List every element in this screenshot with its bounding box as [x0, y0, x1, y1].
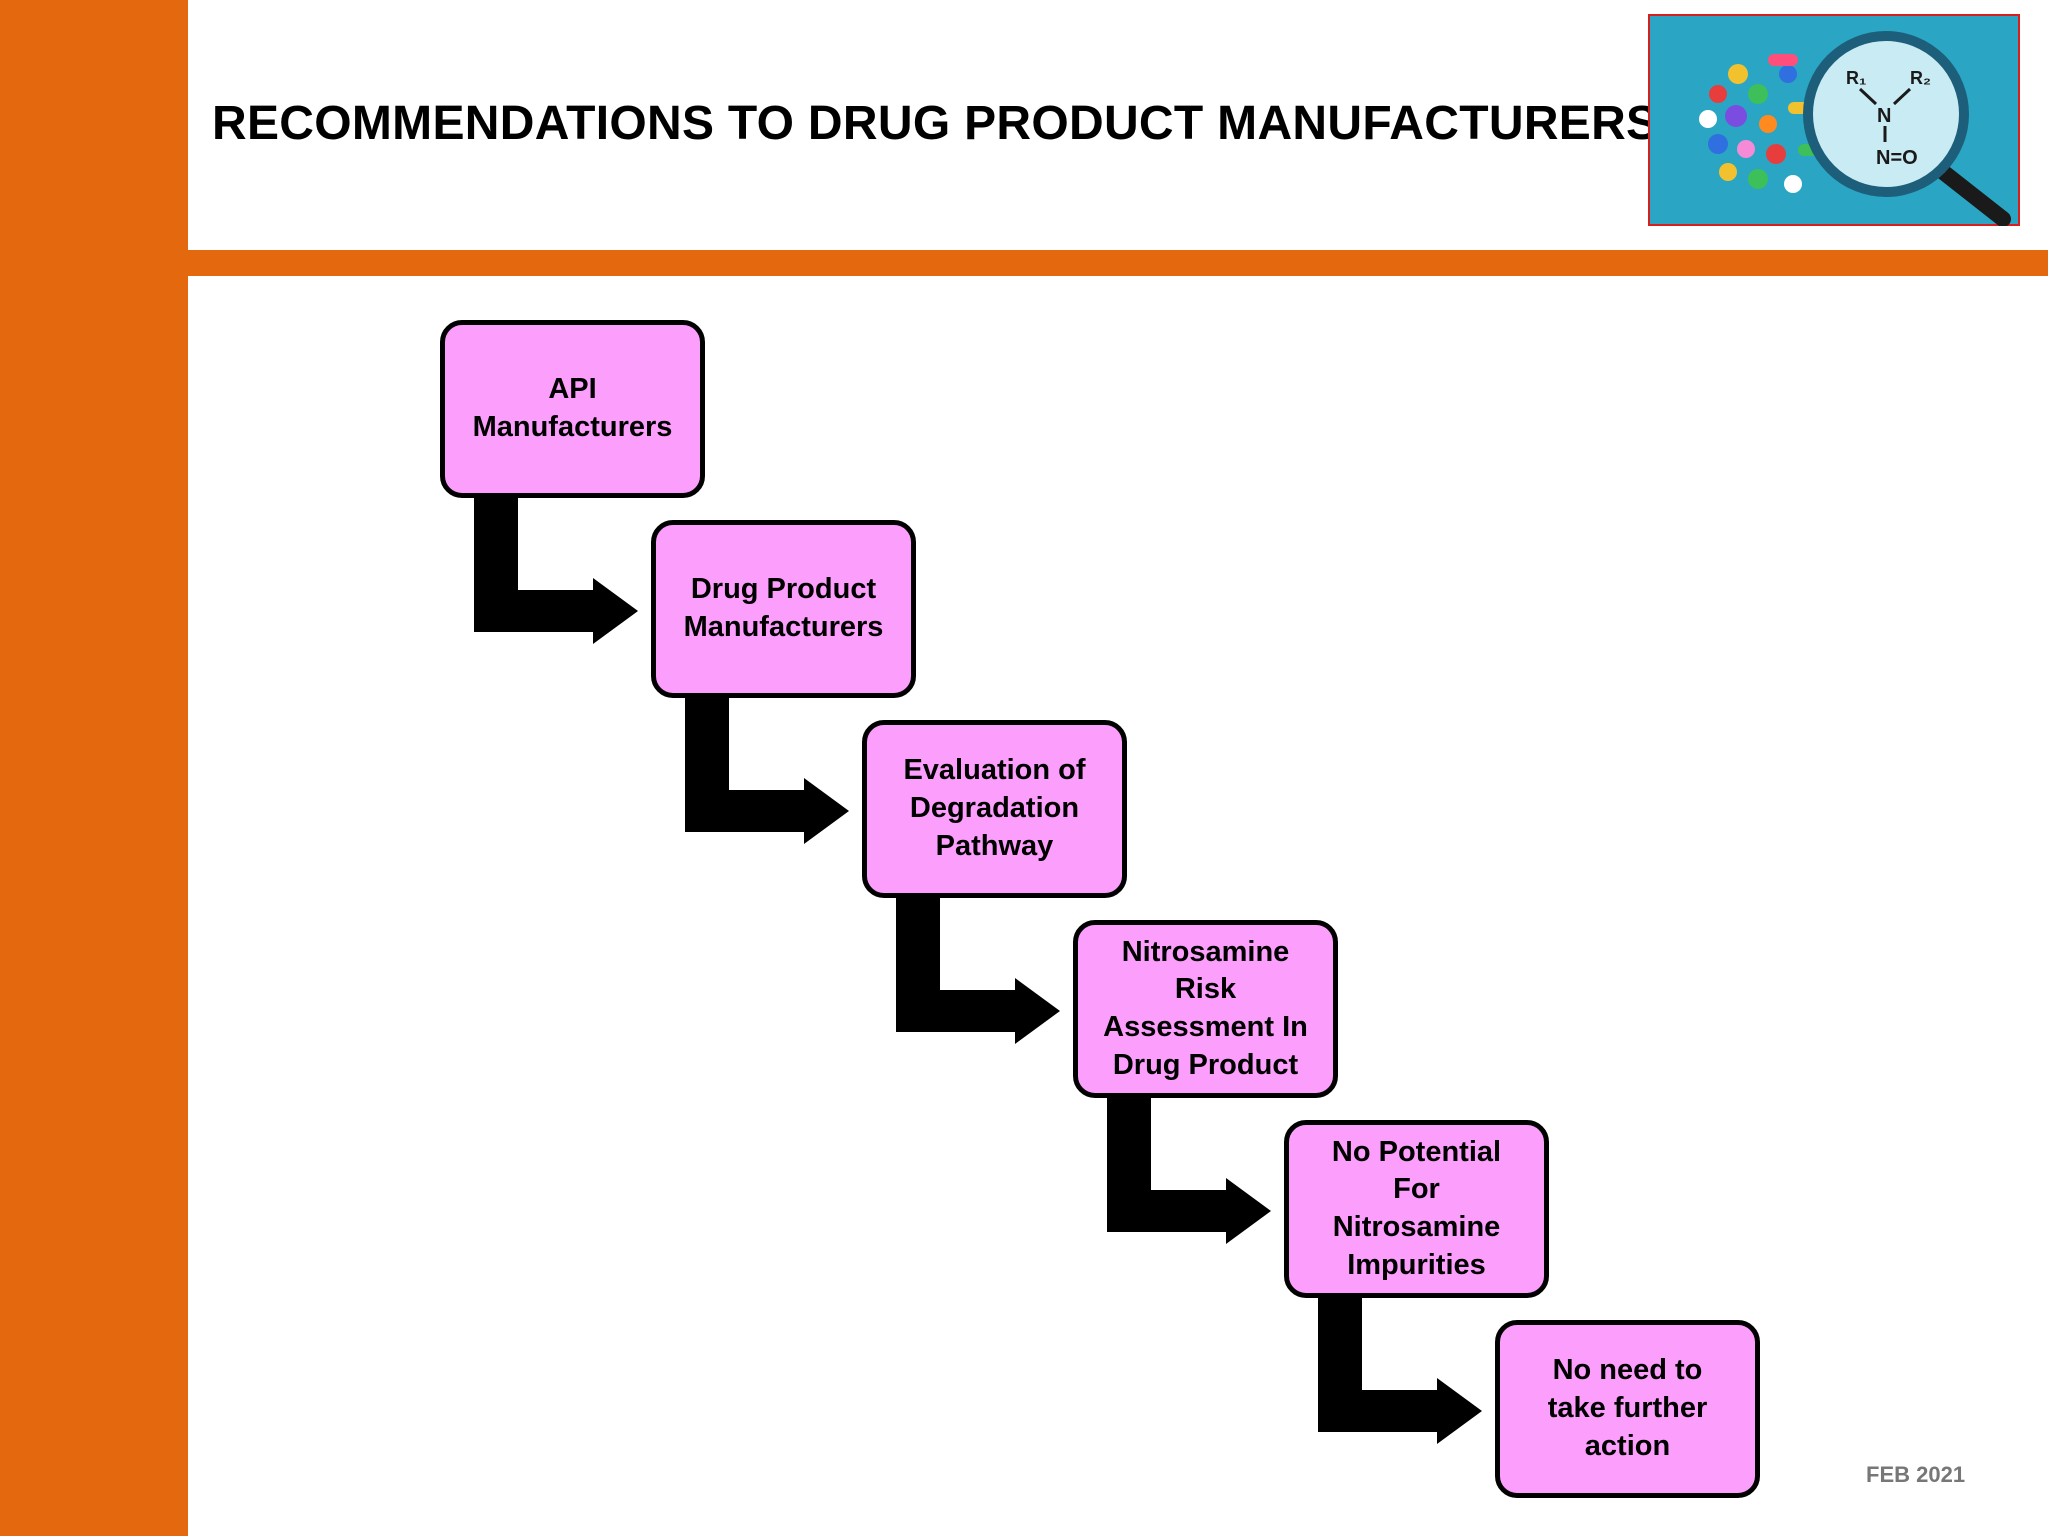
magnifier-icon: R₁ R₂ N N=O [1803, 31, 2011, 226]
logo-label-r2: R₂ [1910, 68, 1931, 88]
footer-date: FEB 2021 [1866, 1462, 1966, 1487]
logo-label-r1: R₁ [1846, 68, 1866, 88]
step-label: Nitrosamine Risk Assessment In Drug Prod… [1103, 935, 1308, 1081]
step-label: Evaluation of Degradation Pathway [903, 754, 1086, 862]
step-label: API Manufacturers [472, 373, 673, 443]
step-label: No need to take further action [1547, 1354, 1708, 1462]
step-arrow-4 [1107, 1097, 1271, 1244]
step-arrow-2 [685, 697, 849, 844]
header-divider-bar [188, 250, 2048, 276]
logo-label-no: N=O [1876, 147, 1918, 169]
step-box-api-manufacturers: API Manufacturers [440, 320, 705, 498]
step-box-drug-product-manufacturers: Drug Product Manufacturers [651, 520, 916, 698]
step-arrow-1 [474, 497, 638, 644]
step-arrow-5 [1318, 1297, 1482, 1444]
step-label: No Potential For Nitrosamine Impurities [1331, 1135, 1502, 1281]
nitrosamine-logo: R₁ R₂ N N=O [1648, 14, 2020, 226]
step-box-no-further-action: No need to take further action [1495, 1320, 1760, 1498]
step-label: Drug Product Manufacturers [683, 573, 884, 643]
pills-cluster-icon [1699, 54, 1826, 193]
step-box-risk-assessment: Nitrosamine Risk Assessment In Drug Prod… [1073, 920, 1338, 1098]
slide-title: RECOMMENDATIONS TO DRUG PRODUCT MANUFACT… [212, 97, 1659, 150]
step-box-no-potential: No Potential For Nitrosamine Impurities [1284, 1120, 1549, 1298]
step-arrow-3 [896, 897, 1060, 1044]
left-accent-bar [0, 0, 188, 1536]
logo-label-n: N [1877, 105, 1891, 127]
step-box-evaluation-degradation: Evaluation of Degradation Pathway [862, 720, 1127, 898]
